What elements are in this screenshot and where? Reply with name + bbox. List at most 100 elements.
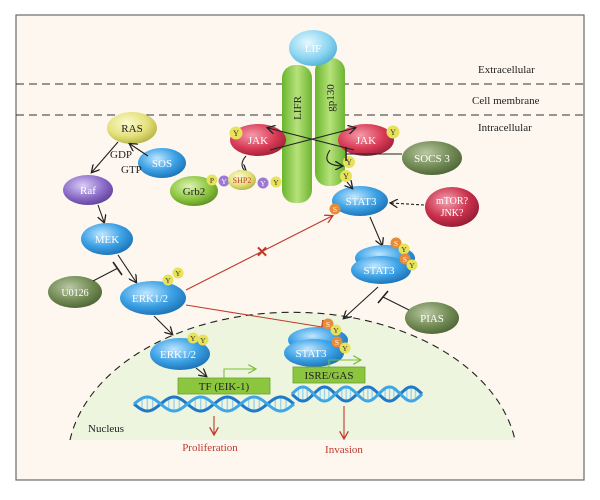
pias-inhibition-bar bbox=[377, 290, 389, 304]
gp130-y-site-2 bbox=[340, 170, 352, 182]
lif-label: LIF bbox=[305, 43, 322, 55]
lifr-label: LIFR bbox=[292, 95, 304, 120]
stat3-dimer-y-site-2 bbox=[406, 259, 418, 271]
stat3-nuclear-label: STAT3 bbox=[296, 348, 327, 360]
erk-translocation-arrow bbox=[153, 315, 172, 334]
shp2-y-site-2 bbox=[257, 177, 269, 189]
mtor-label: mTOR? bbox=[436, 196, 469, 207]
erk-nuclear-node bbox=[150, 338, 210, 370]
stat3-translocation-arrow bbox=[344, 286, 379, 318]
dna-strand bbox=[290, 385, 424, 403]
stat3-monomer-s-label: S bbox=[333, 205, 337, 214]
shp2-y-site-3 bbox=[270, 176, 282, 188]
erk-cyto-y-label-1: Y bbox=[165, 276, 171, 285]
stat3-dimer-front bbox=[351, 256, 411, 284]
stat3-nuclear-y-site-2 bbox=[339, 342, 351, 354]
pias-label: PIAS bbox=[420, 313, 444, 325]
stat3-dimer-y-site-1 bbox=[398, 243, 410, 255]
jak-right-y-label: Y bbox=[390, 128, 396, 137]
u0126-label: U0126 bbox=[61, 288, 88, 299]
dna-helix-right bbox=[290, 385, 424, 403]
isre-gas-label: ISRE/GAS bbox=[305, 370, 354, 382]
erk-cyto-node bbox=[120, 281, 186, 315]
gp130-to-stat3-arrow bbox=[347, 182, 352, 188]
stat3-nuclear-y-site-1 bbox=[330, 324, 342, 336]
mek-to-erk-arrow bbox=[117, 254, 136, 282]
erk-cyto-y-site-2 bbox=[172, 267, 184, 279]
grb2-p-label: P bbox=[210, 176, 214, 185]
pias-node bbox=[405, 302, 459, 334]
stat3-dimerization-arrow bbox=[369, 216, 382, 245]
grb2-node bbox=[170, 176, 218, 206]
stat3-dimer-s-label-2: S bbox=[403, 255, 407, 264]
label-intracellular: Intracellular bbox=[478, 122, 532, 134]
pias-inhibition-line bbox=[382, 296, 410, 311]
ras-node bbox=[107, 112, 157, 144]
u0126-node bbox=[48, 276, 102, 308]
gp130-y-label-1: Y bbox=[346, 158, 352, 167]
stat3-nuclear-s-label-1: S bbox=[326, 320, 330, 329]
erk-nuclear-label: ERK1/2 bbox=[160, 349, 196, 361]
u0126-inhibition-line bbox=[92, 267, 119, 282]
erk-nuclear-y-label-1: Y bbox=[190, 334, 196, 343]
stat3-nuclear-s-site-2 bbox=[331, 336, 343, 348]
raf-node bbox=[63, 175, 113, 205]
raf-to-mek-arrow bbox=[98, 204, 104, 222]
shp2-node bbox=[228, 170, 256, 190]
gdp-label: GDP bbox=[110, 149, 132, 161]
jak-left-y-label: Y bbox=[233, 129, 239, 138]
stat3-dimer-label: STAT3 bbox=[364, 265, 395, 277]
mtor-jnk-node bbox=[425, 187, 479, 227]
stat3-monomer-label: STAT3 bbox=[346, 196, 377, 208]
sos-node bbox=[138, 148, 186, 178]
erk-nuclear-y-site-2 bbox=[197, 334, 209, 346]
u0126-inhibition-bar bbox=[112, 261, 123, 276]
erk-cyto-label: ERK1/2 bbox=[132, 293, 168, 305]
erk-cyto-y-site-1 bbox=[162, 274, 174, 286]
isre-transcription-arrow bbox=[328, 360, 360, 367]
stat3-monomer-s-site bbox=[329, 203, 341, 215]
jak-to-gp130-arrow bbox=[326, 149, 342, 166]
mek-node bbox=[81, 223, 133, 255]
jak-left-label: JAK bbox=[248, 135, 268, 147]
stat3-nuclear-y-label-1: Y bbox=[333, 326, 339, 335]
label-nucleus: Nucleus bbox=[88, 423, 124, 435]
block-mark: ✕ bbox=[256, 245, 269, 261]
stat3-monomer bbox=[332, 186, 388, 216]
shp2-y-label-3: Y bbox=[273, 178, 279, 187]
tf-transcription-arrow bbox=[223, 369, 255, 378]
sos-label: SOS bbox=[152, 158, 172, 170]
gdp-gtp-exchange-arrow bbox=[130, 144, 149, 157]
dna-strand bbox=[133, 395, 295, 413]
erk-to-stat3-blocked-arrow bbox=[185, 216, 332, 291]
gp130-label: gp130 bbox=[325, 84, 337, 112]
stat3-nuclear-s-label-2: S bbox=[335, 338, 339, 347]
ras-to-raf-arrow bbox=[92, 141, 119, 172]
jnk-label: JNK? bbox=[441, 208, 464, 219]
label-extracellular: Extracellular bbox=[478, 64, 535, 76]
grb2-p-site bbox=[206, 174, 218, 186]
lif-ligand bbox=[289, 30, 337, 66]
shp2-label: SHP2 bbox=[233, 176, 252, 185]
gp130-receptor bbox=[315, 58, 345, 186]
stat3-nuclear-y-label-2: Y bbox=[342, 344, 348, 353]
jak-right-label: JAK bbox=[356, 135, 376, 147]
stat3-dimer-y-label-1: Y bbox=[401, 245, 407, 254]
dna-helix-left bbox=[133, 395, 295, 413]
erk-to-tf-arrow bbox=[195, 367, 206, 376]
raf-label: Raf bbox=[80, 185, 96, 197]
erk-inhibits-stat3-line bbox=[185, 304, 323, 328]
shp2-y-label-2: Y bbox=[260, 179, 266, 188]
erk-nuclear-y-site-1 bbox=[187, 332, 199, 344]
label-cell-membrane: Cell membrane bbox=[472, 95, 540, 107]
stat3-dimer-y-label-2: Y bbox=[409, 261, 415, 270]
gp130-y-label-2: Y bbox=[343, 172, 349, 181]
socs3-label: SOCS 3 bbox=[414, 153, 450, 165]
erk-nuclear-y-label-2: Y bbox=[200, 336, 206, 345]
stat3-nuclear-s-site-1 bbox=[322, 318, 334, 330]
jak-cross-arrow-2 bbox=[268, 128, 355, 151]
erk-cyto-y-label-2: Y bbox=[175, 269, 181, 278]
mtor-to-stat3-arrow bbox=[391, 203, 425, 205]
gtp-label: GTP bbox=[121, 164, 142, 176]
